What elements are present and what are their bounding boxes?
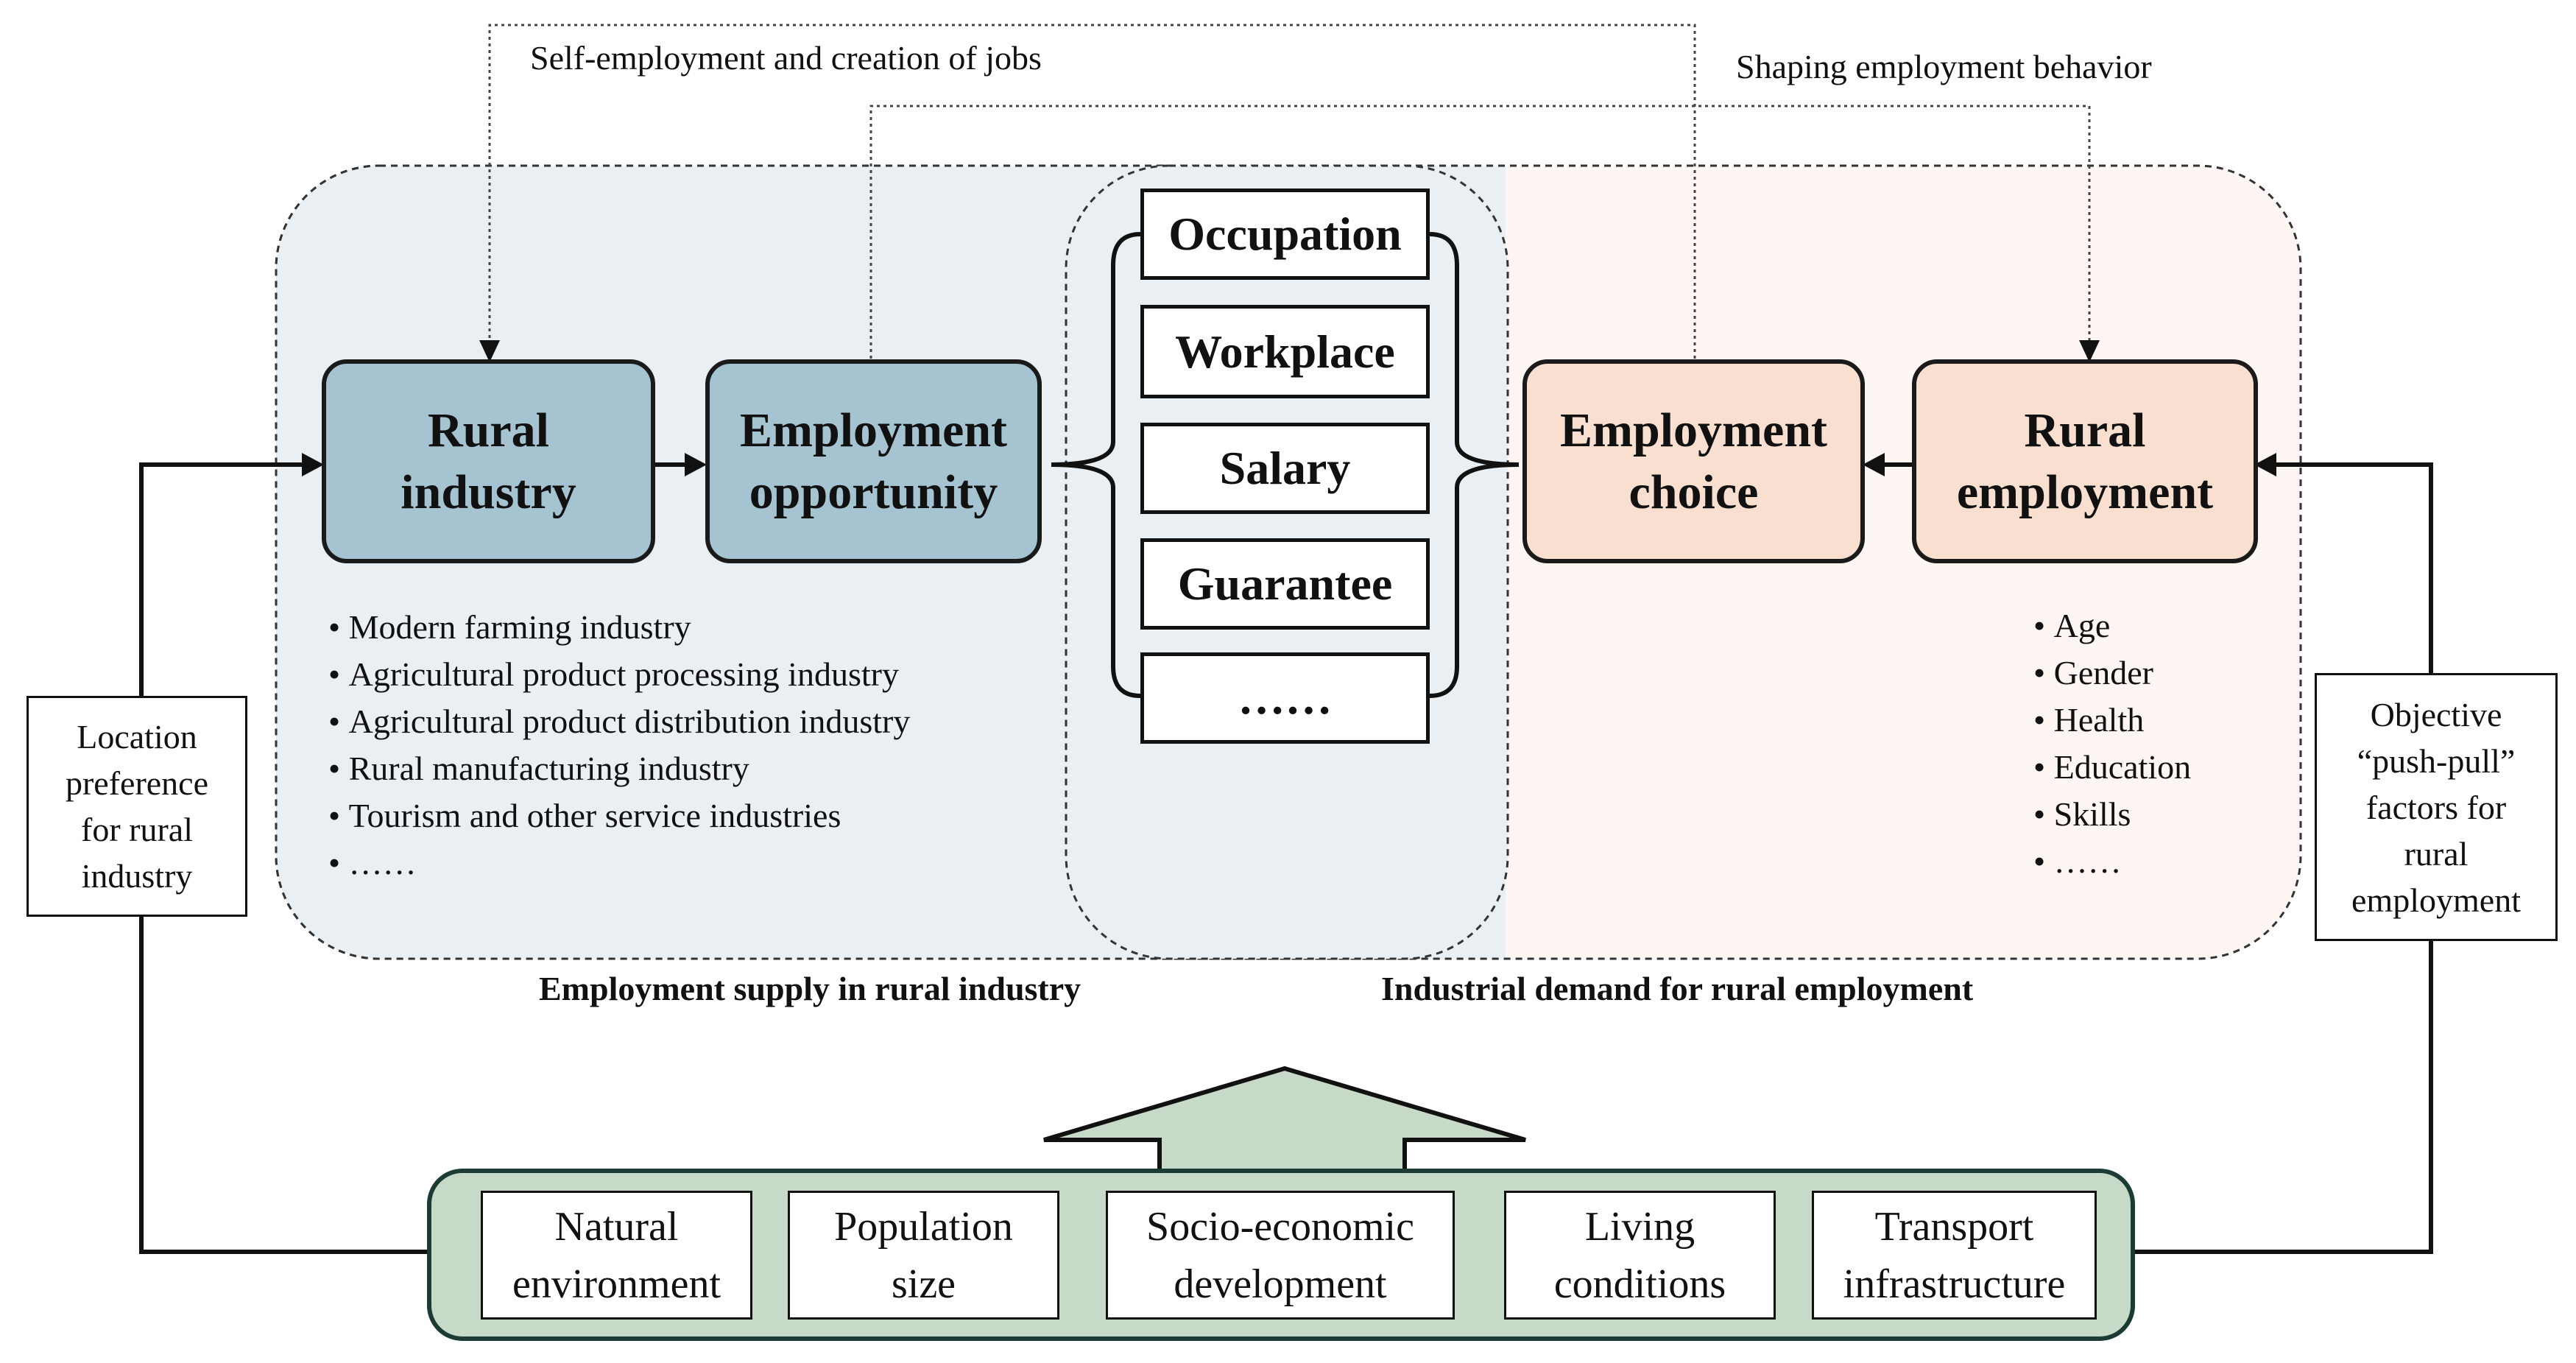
location-preference-line: preference [65,764,209,802]
factor-line1: Natural [554,1203,679,1250]
push-pull-line: employment [2351,881,2521,919]
personal-factor-item: Health [2033,697,2191,744]
push-pull-line: Objective [2370,695,2502,733]
factor-line1: Living [1584,1203,1695,1250]
supply-region-label: Employment supply in rural industry [539,970,1081,1007]
push-pull-arrowhead [2254,453,2276,476]
rural-industry-line2: industry [400,465,576,519]
factor-line1: Socio-economic [1146,1203,1414,1250]
factor-box-population-size: Population size [788,1191,1059,1320]
factor-box-transport-infrastructure: Transport infrastructure [1812,1191,2097,1320]
personal-factor-list: Age Gender Health Education Skills …… [2033,602,2192,885]
employment-to-choice-arrowhead [1863,453,1885,476]
job-attribute-box: Guarantee [1140,538,1430,630]
employment-opportunity-line2: opportunity [749,465,998,519]
job-attribute-box: …… [1140,652,1430,744]
factor-box-living-conditions: Living conditions [1504,1191,1776,1320]
location-preference-line: Location [77,718,197,756]
industry-list-item: Rural manufacturing industry [328,745,910,792]
industry-list-item: Modern farming industry [328,604,910,651]
factor-line1: Transport [1874,1203,2034,1250]
self-employment-feedback-line [488,24,1696,359]
left-brace [1051,232,1141,698]
factor-box-natural-environment: Natural environment [481,1191,752,1320]
rural-employment-line2: employment [1956,465,2214,519]
factor-line2: environment [512,1261,721,1307]
factor-box-socio-economic-development: Socio-economic development [1106,1191,1455,1320]
employment-opportunity-line1: Employment [740,403,1007,457]
self-employment-arrowhead [479,340,500,362]
shaping-behavior-arrowhead [2079,340,2100,362]
industry-list: Modern farming industry Agricultural pro… [328,604,911,887]
personal-factor-item: Age [2033,602,2191,649]
employment-choice-line2: choice [1628,465,1759,519]
upward-influence-arrow [1043,1066,1526,1177]
personal-factor-item: Education [2033,744,2192,791]
industry-list-item: Agricultural product distribution indust… [328,698,911,745]
job-attribute-box: Occupation [1140,189,1430,280]
rural-employment-node: Rural employment [1912,359,2258,563]
push-pull-box: Objective “push-pull” factors for rural … [2315,673,2558,941]
location-preference-line: for rural [81,811,193,848]
job-attribute-box: Salary [1140,423,1430,514]
employment-opportunity-node: Employment opportunity [705,359,1042,563]
employment-choice-node: Employment choice [1522,359,1865,563]
location-preference-box: Location preference for rural industry [27,696,247,917]
right-brace [1429,232,1520,698]
personal-factor-item: …… [2033,838,2191,885]
factor-line2: size [891,1261,956,1307]
employment-choice-line1: Employment [1560,403,1827,457]
push-pull-line: rural [2404,834,2469,873]
personal-factor-item: Gender [2033,649,2191,697]
push-pull-line: factors for [2365,788,2507,826]
push-pull-line: “push-pull” [2357,742,2516,780]
self-employment-label: Self-employment and creation of jobs [530,39,1042,77]
factor-line2: infrastructure [1843,1261,2066,1307]
rural-employment-line1: Rural [2024,403,2146,457]
shaping-behavior-feedback-line [869,105,2091,359]
rural-industry-node: Rural industry [322,359,655,563]
location-preference-line: industry [81,857,193,895]
industry-list-item: Tourism and other service industries [328,792,910,839]
industry-to-opportunity-arrowhead [685,453,707,476]
rural-industry-line1: Rural [427,403,549,457]
industry-list-item: …… [328,839,910,887]
factor-line1: Population [834,1203,1013,1250]
factor-line2: conditions [1553,1261,1726,1307]
demand-region-label: Industrial demand for rural employment [1381,970,1974,1007]
job-attribute-box: Workplace [1140,305,1430,398]
location-preference-arrowhead [302,453,324,476]
personal-factor-item: Skills [2033,791,2191,838]
shaping-behavior-label: Shaping employment behavior [1736,48,2152,85]
factor-line2: development [1174,1261,1387,1307]
industry-list-item: Agricultural product processing industry [328,651,910,698]
